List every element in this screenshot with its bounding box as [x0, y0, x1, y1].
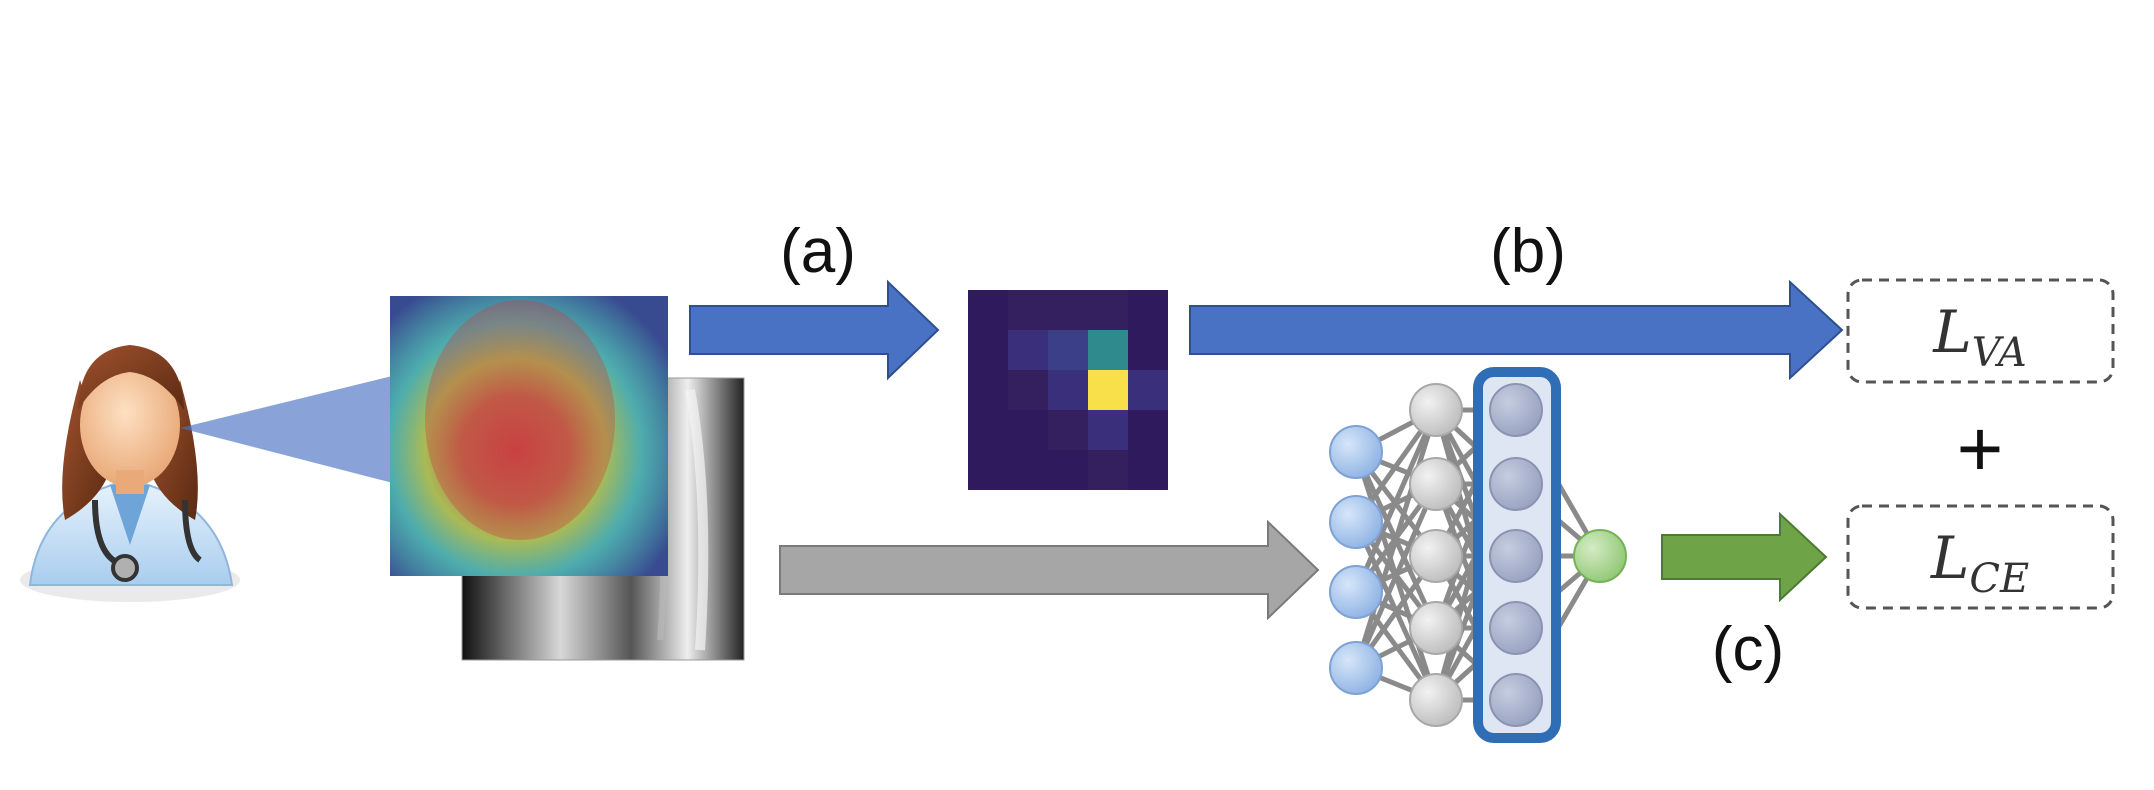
gaze-heatmap-overlay	[390, 296, 668, 576]
arrow-c	[1661, 511, 1828, 603]
attention-cell	[1088, 450, 1128, 490]
attention-cell	[1008, 330, 1048, 370]
network-edge	[1353, 408, 1439, 594]
attention-cell	[1128, 370, 1168, 410]
network-node-layer-2	[1409, 601, 1463, 655]
network-node-layer-3	[1489, 457, 1543, 511]
neural-network-diagram	[1329, 367, 1627, 743]
attention-cell	[1008, 370, 1048, 410]
attention-cell	[1008, 290, 1048, 330]
attention-cell	[1128, 330, 1168, 370]
attention-cell	[1008, 410, 1048, 450]
network-node-layer-2	[1409, 457, 1463, 511]
network-node-layer-3	[1489, 601, 1543, 655]
loss-ce-label: LCE	[1930, 524, 2029, 602]
doctor-icon	[20, 345, 240, 602]
attention-cell	[1128, 290, 1168, 330]
attention-cell	[1128, 450, 1168, 490]
attention-cell	[1048, 450, 1088, 490]
network-node-layer-1	[1329, 641, 1383, 695]
attention-cell	[1088, 330, 1128, 370]
attention-cell	[968, 370, 1008, 410]
arrow-a	[689, 279, 940, 381]
network-node-layer-1	[1329, 495, 1383, 549]
network-node-layer-3	[1489, 383, 1543, 437]
arrow-input	[779, 519, 1320, 621]
loss-va-label: LVA	[1932, 298, 2027, 376]
label-a: (a)	[780, 217, 856, 286]
network-node-layer-3	[1489, 529, 1543, 583]
network-node-layer-4	[1573, 529, 1627, 583]
attention-cell	[968, 410, 1008, 450]
loss-va-box: LVA	[1846, 278, 2115, 384]
attention-cell	[1048, 290, 1088, 330]
attention-cell	[1088, 370, 1128, 410]
attention-cell	[1008, 450, 1048, 490]
network-edge	[1353, 409, 1439, 669]
attention-cell	[1048, 370, 1088, 410]
attention-cell	[1088, 290, 1128, 330]
attention-cell	[968, 330, 1008, 370]
attention-cell	[1048, 330, 1088, 370]
network-node-layer-3	[1489, 673, 1543, 727]
loss-ce-box: LCE	[1846, 504, 2115, 610]
attention-cell	[968, 290, 1008, 330]
network-node-layer-2	[1409, 529, 1463, 583]
attention-map-grid	[968, 290, 1168, 490]
arrow-b	[1189, 279, 1844, 381]
attention-cell	[1088, 410, 1128, 450]
label-c: (c)	[1712, 615, 1784, 684]
network-edge	[1353, 483, 1439, 669]
plus-sign: +	[1957, 404, 2004, 493]
network-node-layer-1	[1329, 425, 1383, 479]
network-node-layer-1	[1329, 565, 1383, 619]
attention-cell	[1048, 410, 1088, 450]
highlight-layer-box	[1473, 367, 1561, 743]
attention-cell	[968, 450, 1008, 490]
network-node-layer-2	[1409, 673, 1463, 727]
label-b: (b)	[1490, 217, 1566, 286]
network-node-layer-2	[1409, 383, 1463, 437]
attention-cell	[1128, 410, 1168, 450]
